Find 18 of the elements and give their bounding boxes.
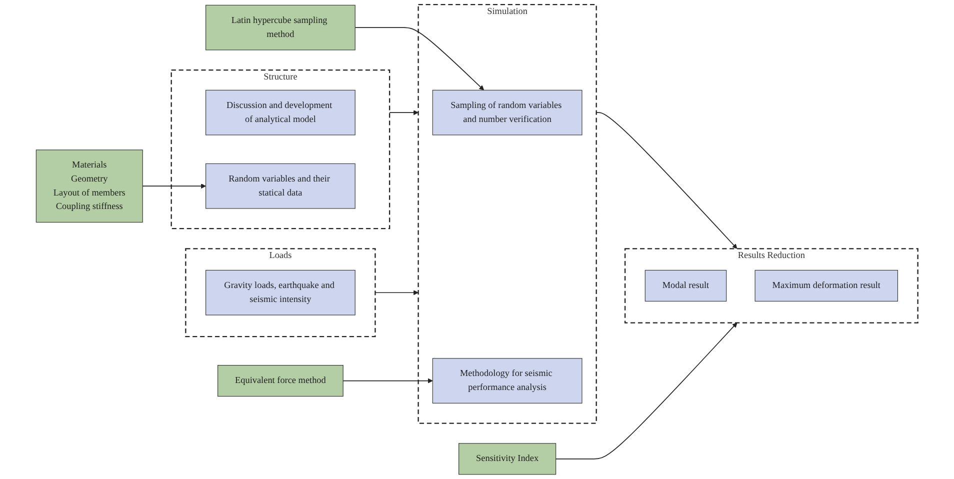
arrow xyxy=(354,27,484,90)
node-box: Modal result xyxy=(644,270,727,302)
node-box: Equivalent force method xyxy=(218,365,344,397)
arrow xyxy=(596,112,738,249)
node-box: Methodology for seismic performance analysis xyxy=(432,358,582,404)
node-box: Discussion and development of analytical model xyxy=(206,90,356,136)
arrow xyxy=(389,110,419,116)
node-box: Sensitivity Index xyxy=(458,443,556,475)
node-box: Maximum deformation result xyxy=(754,270,898,302)
arrow xyxy=(555,322,738,460)
node-box: Sampling of random variables and number verification xyxy=(432,90,582,136)
node-box: Gravity loads, earthquake and seismic intensity xyxy=(206,270,356,316)
node-box: Materials Geometry Layout of members Coupling stiffness xyxy=(36,150,143,223)
arrow xyxy=(342,378,433,384)
arrow xyxy=(374,290,419,296)
arrow xyxy=(142,184,206,189)
node-box: Latin hypercube sampling method xyxy=(206,4,356,50)
node-box: Random variables and their statical data xyxy=(206,163,356,209)
